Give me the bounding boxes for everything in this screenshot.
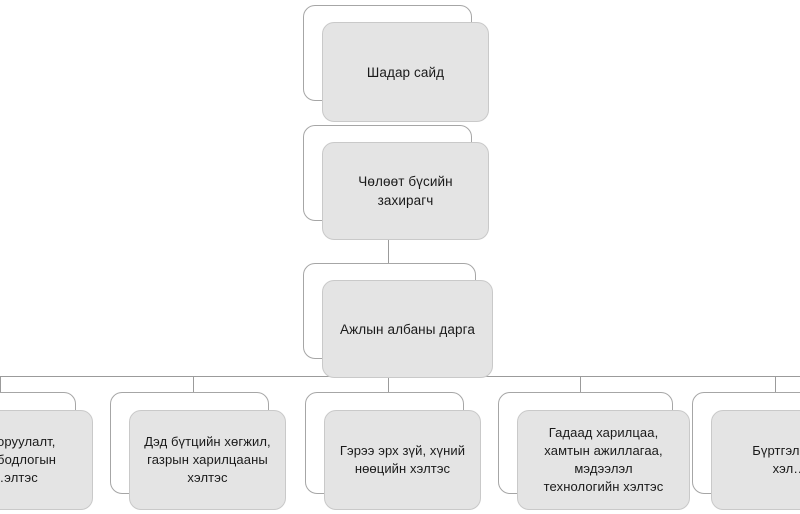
node-card[interactable]: Бүртгэл, с… хэл… (711, 410, 800, 510)
node-label: …э оруулалт, …н бодлогын …элтэс (0, 434, 57, 485)
node-label: Шадар сайд (366, 64, 445, 80)
connector-drop-dept-3 (388, 376, 389, 392)
node-label: Дэд бүтцийн хөгжил, газрын харилцааны хэ… (144, 434, 271, 485)
connector-drop-dept-1 (0, 376, 1, 392)
node-label: Чөлөөт бүсийн захирагч (358, 174, 453, 208)
connector-drop-dept-2 (193, 376, 194, 392)
node-card[interactable]: Шадар сайд (322, 22, 489, 122)
node-label: Гадаад харилцаа, хамтын ажиллагаа, мэдээ… (543, 425, 664, 494)
node-card[interactable]: Гадаад харилцаа, хамтын ажиллагаа, мэдээ… (517, 410, 690, 510)
node-department-2[interactable]: Дэд бүтцийн хөгжил, газрын харилцааны хэ… (110, 392, 286, 512)
node-label: Бүртгэл, с… хэл… (752, 443, 800, 476)
node-card[interactable]: Чөлөөт бүсийн захирагч (322, 142, 489, 240)
node-free-zone-governor[interactable]: Чөлөөт бүсийн захирагч (303, 125, 489, 241)
node-office-head[interactable]: Ажлын албаны дарга (303, 263, 493, 379)
node-department-3[interactable]: Гэрээ эрх зүй, хүний нөөцийн хэлтэс (305, 392, 481, 512)
connector-drop-dept-5 (775, 376, 776, 392)
node-department-4[interactable]: Гадаад харилцаа, хамтын ажиллагаа, мэдээ… (498, 392, 690, 512)
node-department-5[interactable]: Бүртгэл, с… хэл… (692, 392, 800, 512)
node-label: Ажлын албаны дарга (340, 321, 475, 337)
node-card[interactable]: Дэд бүтцийн хөгжил, газрын харилцааны хэ… (129, 410, 286, 510)
node-card[interactable]: Гэрээ эрх зүй, хүний нөөцийн хэлтэс (324, 410, 481, 510)
connector-governor-to-office-head (388, 238, 389, 264)
node-label: Гэрээ эрх зүй, хүний нөөцийн хэлтэс (339, 443, 466, 476)
node-card[interactable]: …э оруулалт, …н бодлогын …элтэс (0, 410, 93, 510)
node-department-1[interactable]: …э оруулалт, …н бодлогын …элтэс (0, 392, 93, 512)
node-card[interactable]: Ажлын албаны дарга (322, 280, 493, 378)
connector-drop-dept-4 (580, 376, 581, 392)
node-deputy-minister[interactable]: Шадар сайд (303, 5, 489, 123)
